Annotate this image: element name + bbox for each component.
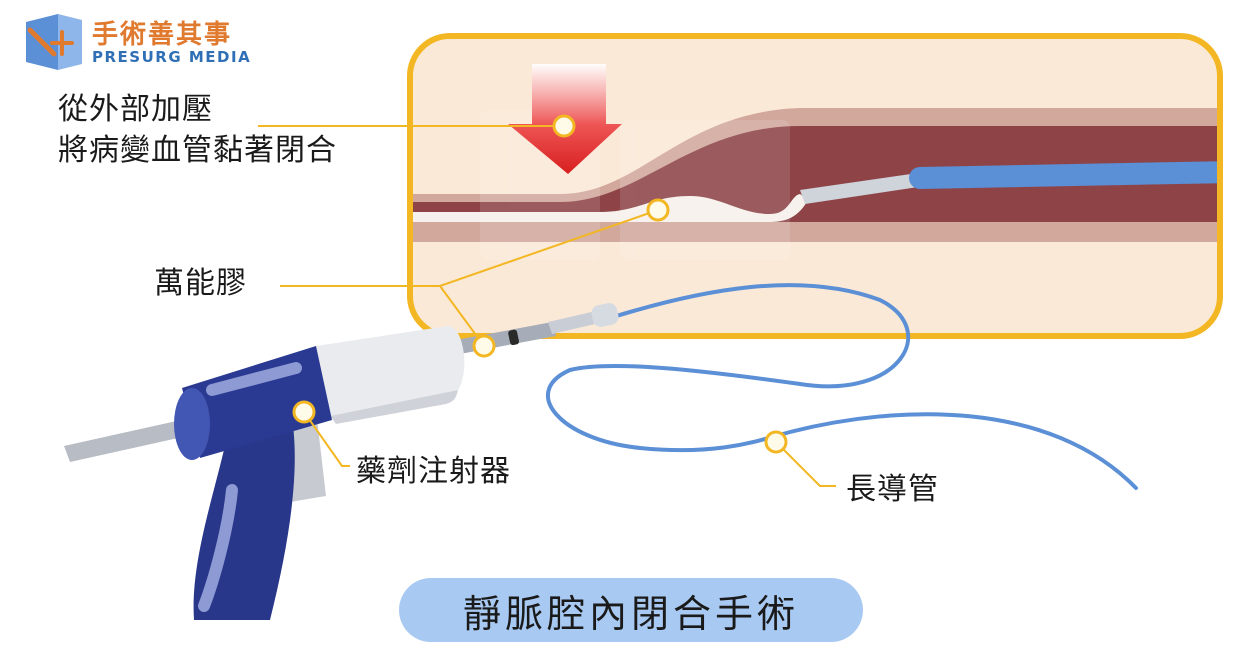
dot-nozzle	[472, 334, 496, 358]
catheter-in-vessel	[909, 161, 1220, 189]
logo-mark	[26, 14, 82, 70]
label-pressure: 從外部加壓 將病變血管黏著閉合	[58, 90, 337, 171]
glue-blob	[410, 194, 808, 222]
diagram-title: 靜脈腔內閉合手術	[399, 578, 863, 642]
label-glue: 萬能膠	[154, 266, 247, 301]
label-pressure-line2: 將病變血管黏著閉合	[58, 132, 337, 168]
dot-glue	[646, 198, 670, 222]
vessel-lumen	[410, 126, 1220, 222]
callout-dots	[292, 114, 788, 454]
label-injector: 藥劑注射器	[356, 454, 511, 489]
dot-catheter	[764, 430, 788, 454]
dot-injector	[292, 400, 316, 424]
label-catheter: 長導管	[846, 472, 939, 507]
closeup-panel	[407, 33, 1223, 339]
long-catheter	[546, 283, 1138, 490]
label-pressure-line1: 從外部加壓	[58, 92, 213, 127]
drug-injector	[64, 326, 465, 620]
logo-name-en: PRESURG MEDIA	[92, 48, 252, 66]
logo-name-cn: 手術善其事	[92, 20, 233, 50]
dot-pressure	[552, 114, 576, 138]
leader-lines	[258, 125, 836, 487]
catheter-tip-gray	[800, 172, 925, 204]
